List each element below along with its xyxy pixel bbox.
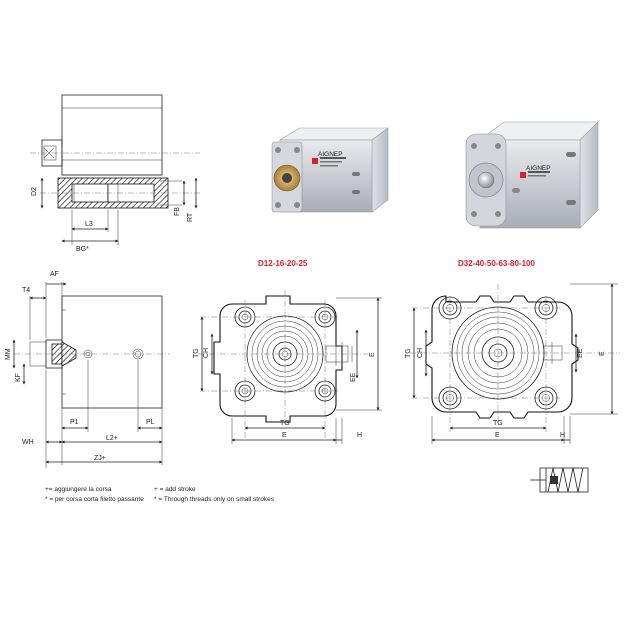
dim-ch-small: CH <box>203 348 210 358</box>
product-badge-small: AIGNEP <box>318 151 343 158</box>
dim-tg-horizontal-large: TG <box>493 420 503 427</box>
dim-h-large: H <box>560 432 565 439</box>
dim-t4: T4 <box>22 287 30 294</box>
dim-af: AF <box>50 271 59 278</box>
note-add-stroke-en: + = add stroke <box>154 486 196 493</box>
dim-e-vertical-small: E <box>369 352 376 357</box>
side-view: AF T4 MM KF P1 PL WH L2+ ZJ+ <box>5 271 170 468</box>
dim-zj: ZJ+ <box>94 455 106 462</box>
dim-tg-horizontal-small: TG <box>280 420 290 427</box>
front-view-small: TG CH EE E TG E H <box>193 290 382 444</box>
product-badge-large: AIGNEP <box>526 165 551 172</box>
dim-kf: KF <box>15 373 22 382</box>
dim-tg-vertical-large: TG <box>405 348 412 358</box>
spring-symbol-icon <box>530 467 589 493</box>
product-image-large: AIGNEP <box>465 121 599 229</box>
dim-tg-vertical-small: TG <box>193 348 200 358</box>
dim-bg: BG* <box>76 246 89 253</box>
dim-e-horizontal-large: E <box>495 432 500 439</box>
note-through-threads-it: * = per corsa corta filetto passante <box>45 496 144 503</box>
dim-mm: MM <box>5 348 12 360</box>
dim-e-horizontal-small: E <box>282 432 287 439</box>
dim-p1: P1 <box>70 419 79 426</box>
dim-fb: FB <box>174 207 181 216</box>
dim-e-vertical-large: E <box>599 351 606 356</box>
dim-h-small: H <box>357 432 362 439</box>
front-view-large: TG CH EE E TG E H <box>405 283 620 444</box>
dim-l2: L2+ <box>106 435 118 442</box>
dim-ee-small: EE <box>350 372 357 382</box>
note-through-threads-en: * = Through threads only on small stroke… <box>154 496 275 503</box>
dim-rt: RT <box>187 212 194 222</box>
dim-ee-large: EE <box>577 348 584 358</box>
dim-l3: L3 <box>85 221 93 228</box>
dim-ch-large: CH <box>417 348 424 358</box>
dim-d2: D2 <box>31 187 38 196</box>
product-image-small: AIGNEP <box>271 127 389 213</box>
section-view: D2 FB RT L3 BG* <box>30 94 200 253</box>
model-label-large: D32-40-50-63-80-100 <box>458 259 535 268</box>
note-add-stroke-it: += aggiungere la corsa <box>45 486 112 493</box>
model-label-small: D12-16-20-25 <box>258 259 308 268</box>
dim-wh: WH <box>22 439 34 446</box>
dim-pl: PL <box>146 419 155 426</box>
